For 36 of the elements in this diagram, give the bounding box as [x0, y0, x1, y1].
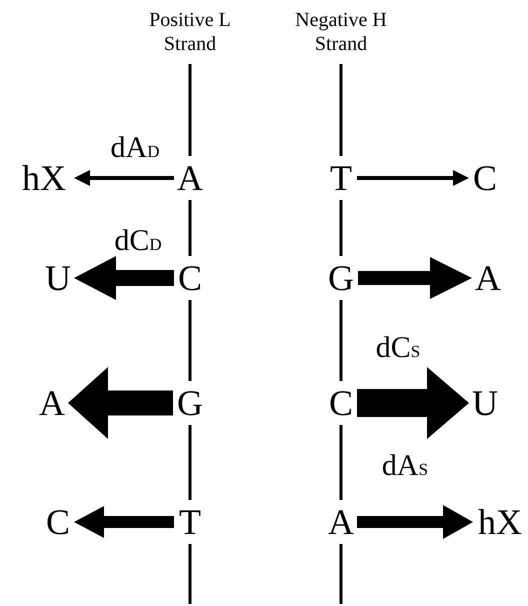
nucleotide-label: C [471, 158, 499, 198]
nucleotide-label: T [327, 158, 355, 198]
arrow [358, 257, 472, 299]
arrow [74, 256, 174, 300]
arrow [74, 170, 174, 186]
strand-line [340, 544, 342, 604]
arrow [357, 505, 473, 539]
strand-line [188, 200, 192, 256]
arrow [68, 367, 173, 439]
nucleotide-label: A [474, 258, 502, 298]
arrow [357, 367, 469, 439]
nucleotide-label: T [176, 502, 204, 542]
nucleotide-label: G [175, 383, 205, 423]
strand-line [188, 544, 192, 604]
nucleotide-label: hX [475, 502, 525, 542]
nucleotide-label: U [471, 383, 499, 423]
strand-line [340, 300, 342, 381]
nucleotide-label: C [176, 258, 204, 298]
nucleotide-label: hX [16, 158, 72, 198]
strand-heading: Negative H Strand [294, 8, 388, 56]
strand-line [188, 64, 192, 156]
nucleotide-label: G [326, 258, 356, 298]
strand-heading: Positive L Strand [148, 8, 232, 56]
nucleotide-label: C [327, 383, 355, 423]
nucleotide-label: A [327, 502, 355, 542]
strand-line [340, 200, 342, 256]
arrow [74, 506, 174, 538]
nucleotide-label: C [44, 502, 72, 542]
strand-line [188, 300, 192, 381]
nucleotide-label: U [44, 258, 72, 298]
nucleotide-label: A [38, 383, 66, 423]
strand-line [340, 425, 342, 500]
strand-line [188, 425, 192, 500]
nucleotide-label: A [176, 158, 204, 198]
strand-line [340, 64, 342, 156]
arrow [357, 170, 469, 186]
